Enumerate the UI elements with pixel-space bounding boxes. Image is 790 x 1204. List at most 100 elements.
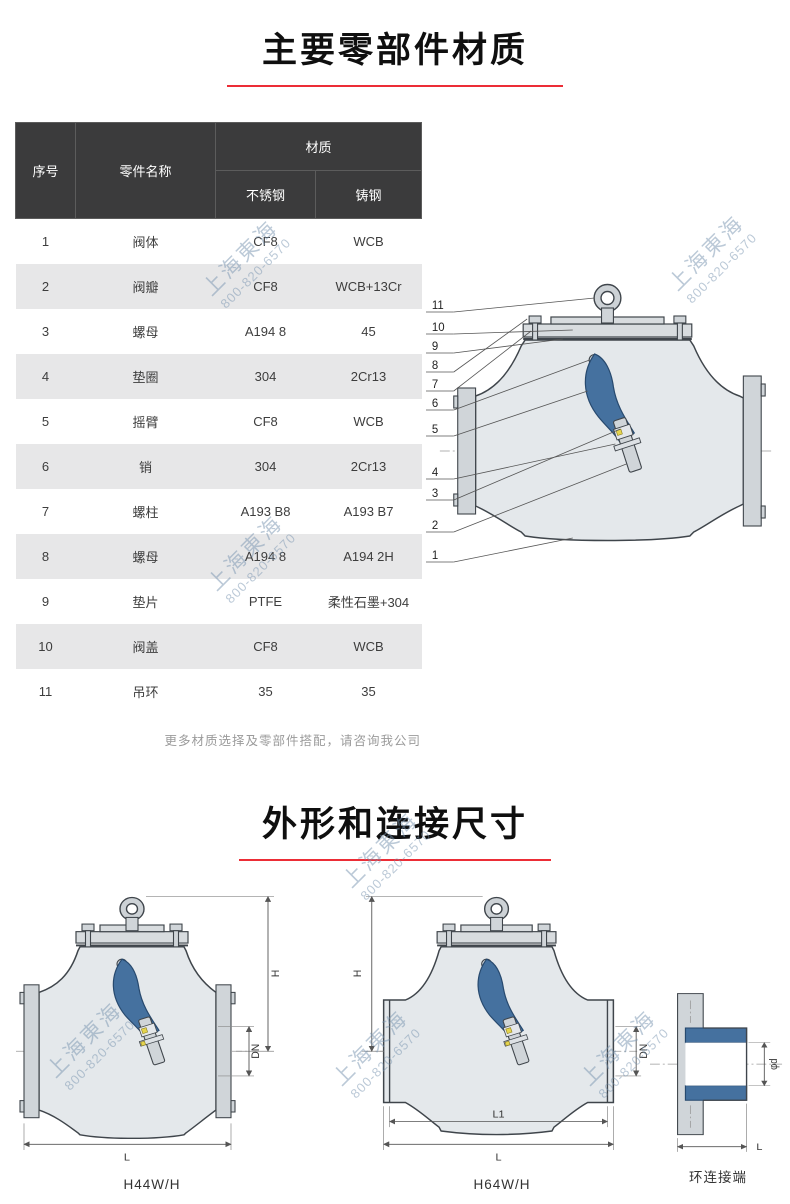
eye-shank [125,916,139,932]
valve-body [382,946,615,1136]
col-header-material: 材质 [214,122,423,171]
stud-left [84,930,92,948]
nut-left [442,923,456,932]
eye-shank [490,916,504,932]
bonnet-cover [436,931,557,944]
flange-right-bolt [760,383,766,397]
dim-label-l1: L1 [492,1109,504,1121]
washer-highlight [140,1040,147,1047]
callout-label: 11 [432,300,444,312]
col-header-stainless: 不锈钢 [215,170,316,219]
section-title-dimensions: 外形和连接尺寸 [0,796,790,861]
washer [613,437,642,452]
disc-assembly [502,1016,530,1066]
nut-right [673,315,687,324]
stud-right [172,930,180,948]
drawing-h44: H DN L H44W/H [12,888,292,1192]
eye-ring-inner [125,902,139,915]
callout-label: 5 [432,424,438,436]
flange-left-bolt [453,395,459,409]
flange-bolt [19,991,25,1005]
callout-label: 6 [432,398,438,410]
dim-label-h: H [352,970,364,978]
flange-left [23,984,40,1119]
eye-ring-inner [490,902,503,915]
drawing-h64: H DN L1 L H64W/H [348,888,656,1192]
dim-label-l: L [124,1152,130,1164]
dim-label-dn: DN [638,1044,650,1059]
flange-bolt [230,1100,236,1113]
ring-end-svg: φd L [649,993,783,1153]
title-underline [227,85,563,87]
callout-label: 9 [432,341,438,353]
dim-label-h: H [270,970,282,978]
drawing-b-label: H64W/H [473,1177,531,1192]
flange-right [215,984,232,1119]
flange-bolt [230,991,236,1005]
valve-body [38,946,217,1140]
pipe-wall-bottom [684,1085,748,1101]
flange-right [742,375,762,527]
callout-label: 10 [432,322,445,334]
section-title: 外形和连接尺寸 [261,805,528,844]
nut-right [537,923,551,932]
flange-right-bolt [760,505,766,519]
flange-bolt [19,1100,25,1113]
nut-right [169,923,183,932]
washer-highlight [504,1040,511,1047]
callout-label: 3 [432,488,438,500]
stud-right [541,930,548,948]
pipe-wall-top [684,1027,748,1044]
drawing-a-label: H44W/H [123,1177,181,1192]
valve-body [474,339,745,542]
callout-label: 4 [432,467,439,479]
hub-outline [703,1027,748,1101]
section-title-materials: 主要零部件材质 [0,22,790,87]
disc-nut [613,423,634,441]
nut-highlight [505,1027,513,1034]
drawing-c-label: 环连接端 [689,1170,747,1185]
col-header-cast: 铸钢 [314,170,423,219]
valve-section-drawing: 11 10 9 8 7 6 5 4 3 2 1 [424,276,786,576]
dim-label-phid: φd [769,1058,781,1069]
callout-label: 7 [432,379,438,391]
valve-section-svg: 11 10 9 8 7 6 5 4 3 2 1 [425,283,774,563]
nut-left [81,923,95,932]
col-header-part: 零件名称 [75,122,216,219]
callouts: 11 10 9 8 7 6 5 4 3 2 1 [425,297,627,563]
title-underline [239,859,551,861]
h64-svg: H DN L1 L [352,895,650,1164]
eye-ring-inner [600,290,615,306]
dim-label-dn: DN [250,1044,262,1059]
table-note: 更多材质选择及零部件搭配，请咨询我公司 [164,734,421,748]
dim-label-l: L [756,1143,762,1153]
bonnet-cover [75,931,189,944]
bore [685,1042,747,1086]
flange-left [457,387,477,515]
stud-left [445,930,453,948]
nut-highlight [140,1027,149,1034]
callout-label: 8 [432,360,438,372]
h44-svg: H DN L [16,895,282,1164]
disc-assembly [138,1016,166,1066]
page-title: 主要零部件材质 [261,31,528,70]
col-header-no: 序号 [15,122,76,219]
drawing-ring-end: φd L 环连接端 [648,985,788,1186]
dim-label-l: L [495,1152,501,1164]
disc-assembly [613,417,642,473]
nut-left [528,315,542,324]
stud-right [676,322,683,341]
